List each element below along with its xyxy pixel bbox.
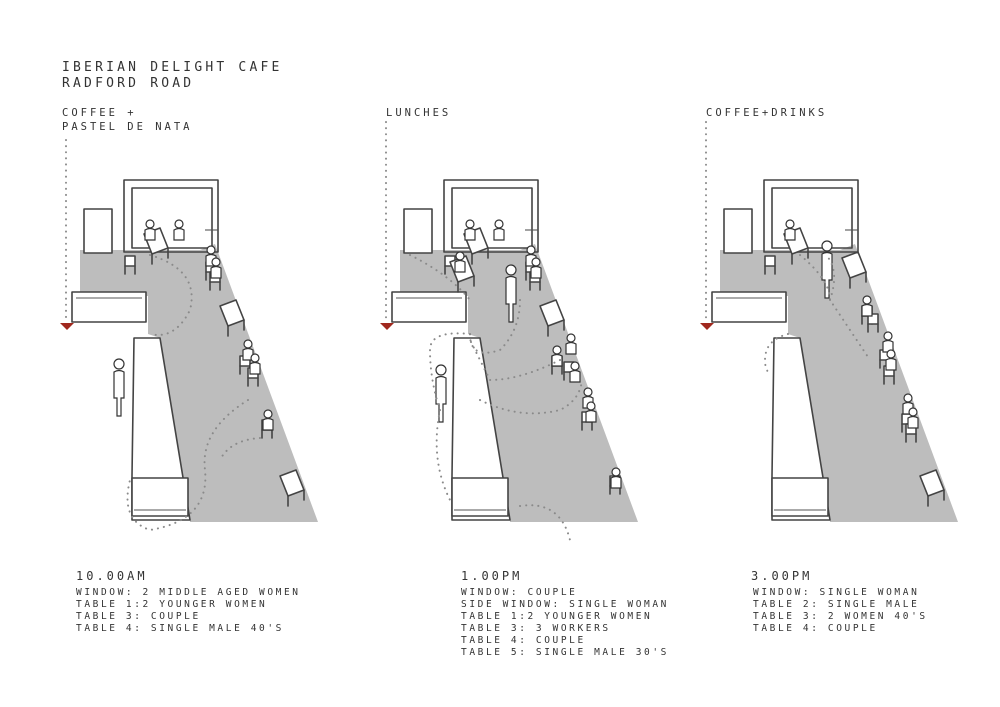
panel-3-heading: COFFEE+DRINKS — [706, 106, 827, 120]
note-line: WINDOW: COUPLE — [461, 587, 578, 598]
note-line: TABLE 3: COUPLE — [76, 611, 201, 622]
title-line-2: RADFORD ROAD — [62, 76, 195, 91]
note-line: TABLE 5: SINGLE MALE 30'S — [461, 647, 669, 658]
note-line: TABLE 1:2 YOUNGER WOMEN — [76, 599, 268, 610]
person-figure-icon — [113, 358, 125, 417]
note-line: TABLE 2: SINGLE MALE — [753, 599, 920, 610]
title-line-1: IBERIAN DELIGHT CAFE — [62, 60, 283, 75]
plan-3pm — [700, 121, 959, 523]
panel-1-heading-line-1: COFFEE + — [62, 107, 137, 119]
panel-1-notes: WINDOW: 2 MIDDLE AGED WOMEN TABLE 1:2 YO… — [76, 587, 301, 635]
panel-2-time: 1.00PM — [461, 569, 523, 583]
note-line: TABLE 1:2 YOUNGER WOMEN — [461, 611, 653, 622]
note-line: TABLE 3: 3 WORKERS — [461, 623, 611, 634]
panel-1-time: 10.00AM — [76, 569, 148, 583]
note-line: TABLE 4: COUPLE — [753, 623, 878, 634]
panel-3-heading-line-1: COFFEE+DRINKS — [706, 107, 828, 119]
panel-2-notes: WINDOW: COUPLE SIDE WINDOW: SINGLE WOMAN… — [461, 587, 669, 659]
note-line: SIDE WINDOW: SINGLE WOMAN — [461, 599, 669, 610]
note-line: TABLE 4: SINGLE MALE 40'S — [76, 623, 284, 634]
note-line: WINDOW: SINGLE WOMAN — [753, 587, 920, 598]
panel-1-heading-line-2: PASTEL DE NATA — [62, 121, 193, 133]
note-line: WINDOW: 2 MIDDLE AGED WOMEN — [76, 587, 301, 598]
panel-1-heading: COFFEE + PASTEL DE NATA — [62, 106, 193, 134]
panel-2-heading-line-1: LUNCHES — [386, 107, 452, 119]
plan-1pm — [380, 121, 639, 541]
note-line: TABLE 4: COUPLE — [461, 635, 586, 646]
panel-3-time: 3.00PM — [751, 569, 813, 583]
panel-3-notes: WINDOW: SINGLE WOMAN TABLE 2: SINGLE MAL… — [753, 587, 928, 635]
diagram-title: IBERIAN DELIGHT CAFE RADFORD ROAD — [62, 60, 283, 92]
panel-2-heading: LUNCHES — [386, 106, 451, 120]
plan-10am — [60, 139, 319, 532]
entrance-marker-icon — [60, 323, 74, 330]
note-line: TABLE 3: 2 WOMEN 40'S — [753, 611, 928, 622]
